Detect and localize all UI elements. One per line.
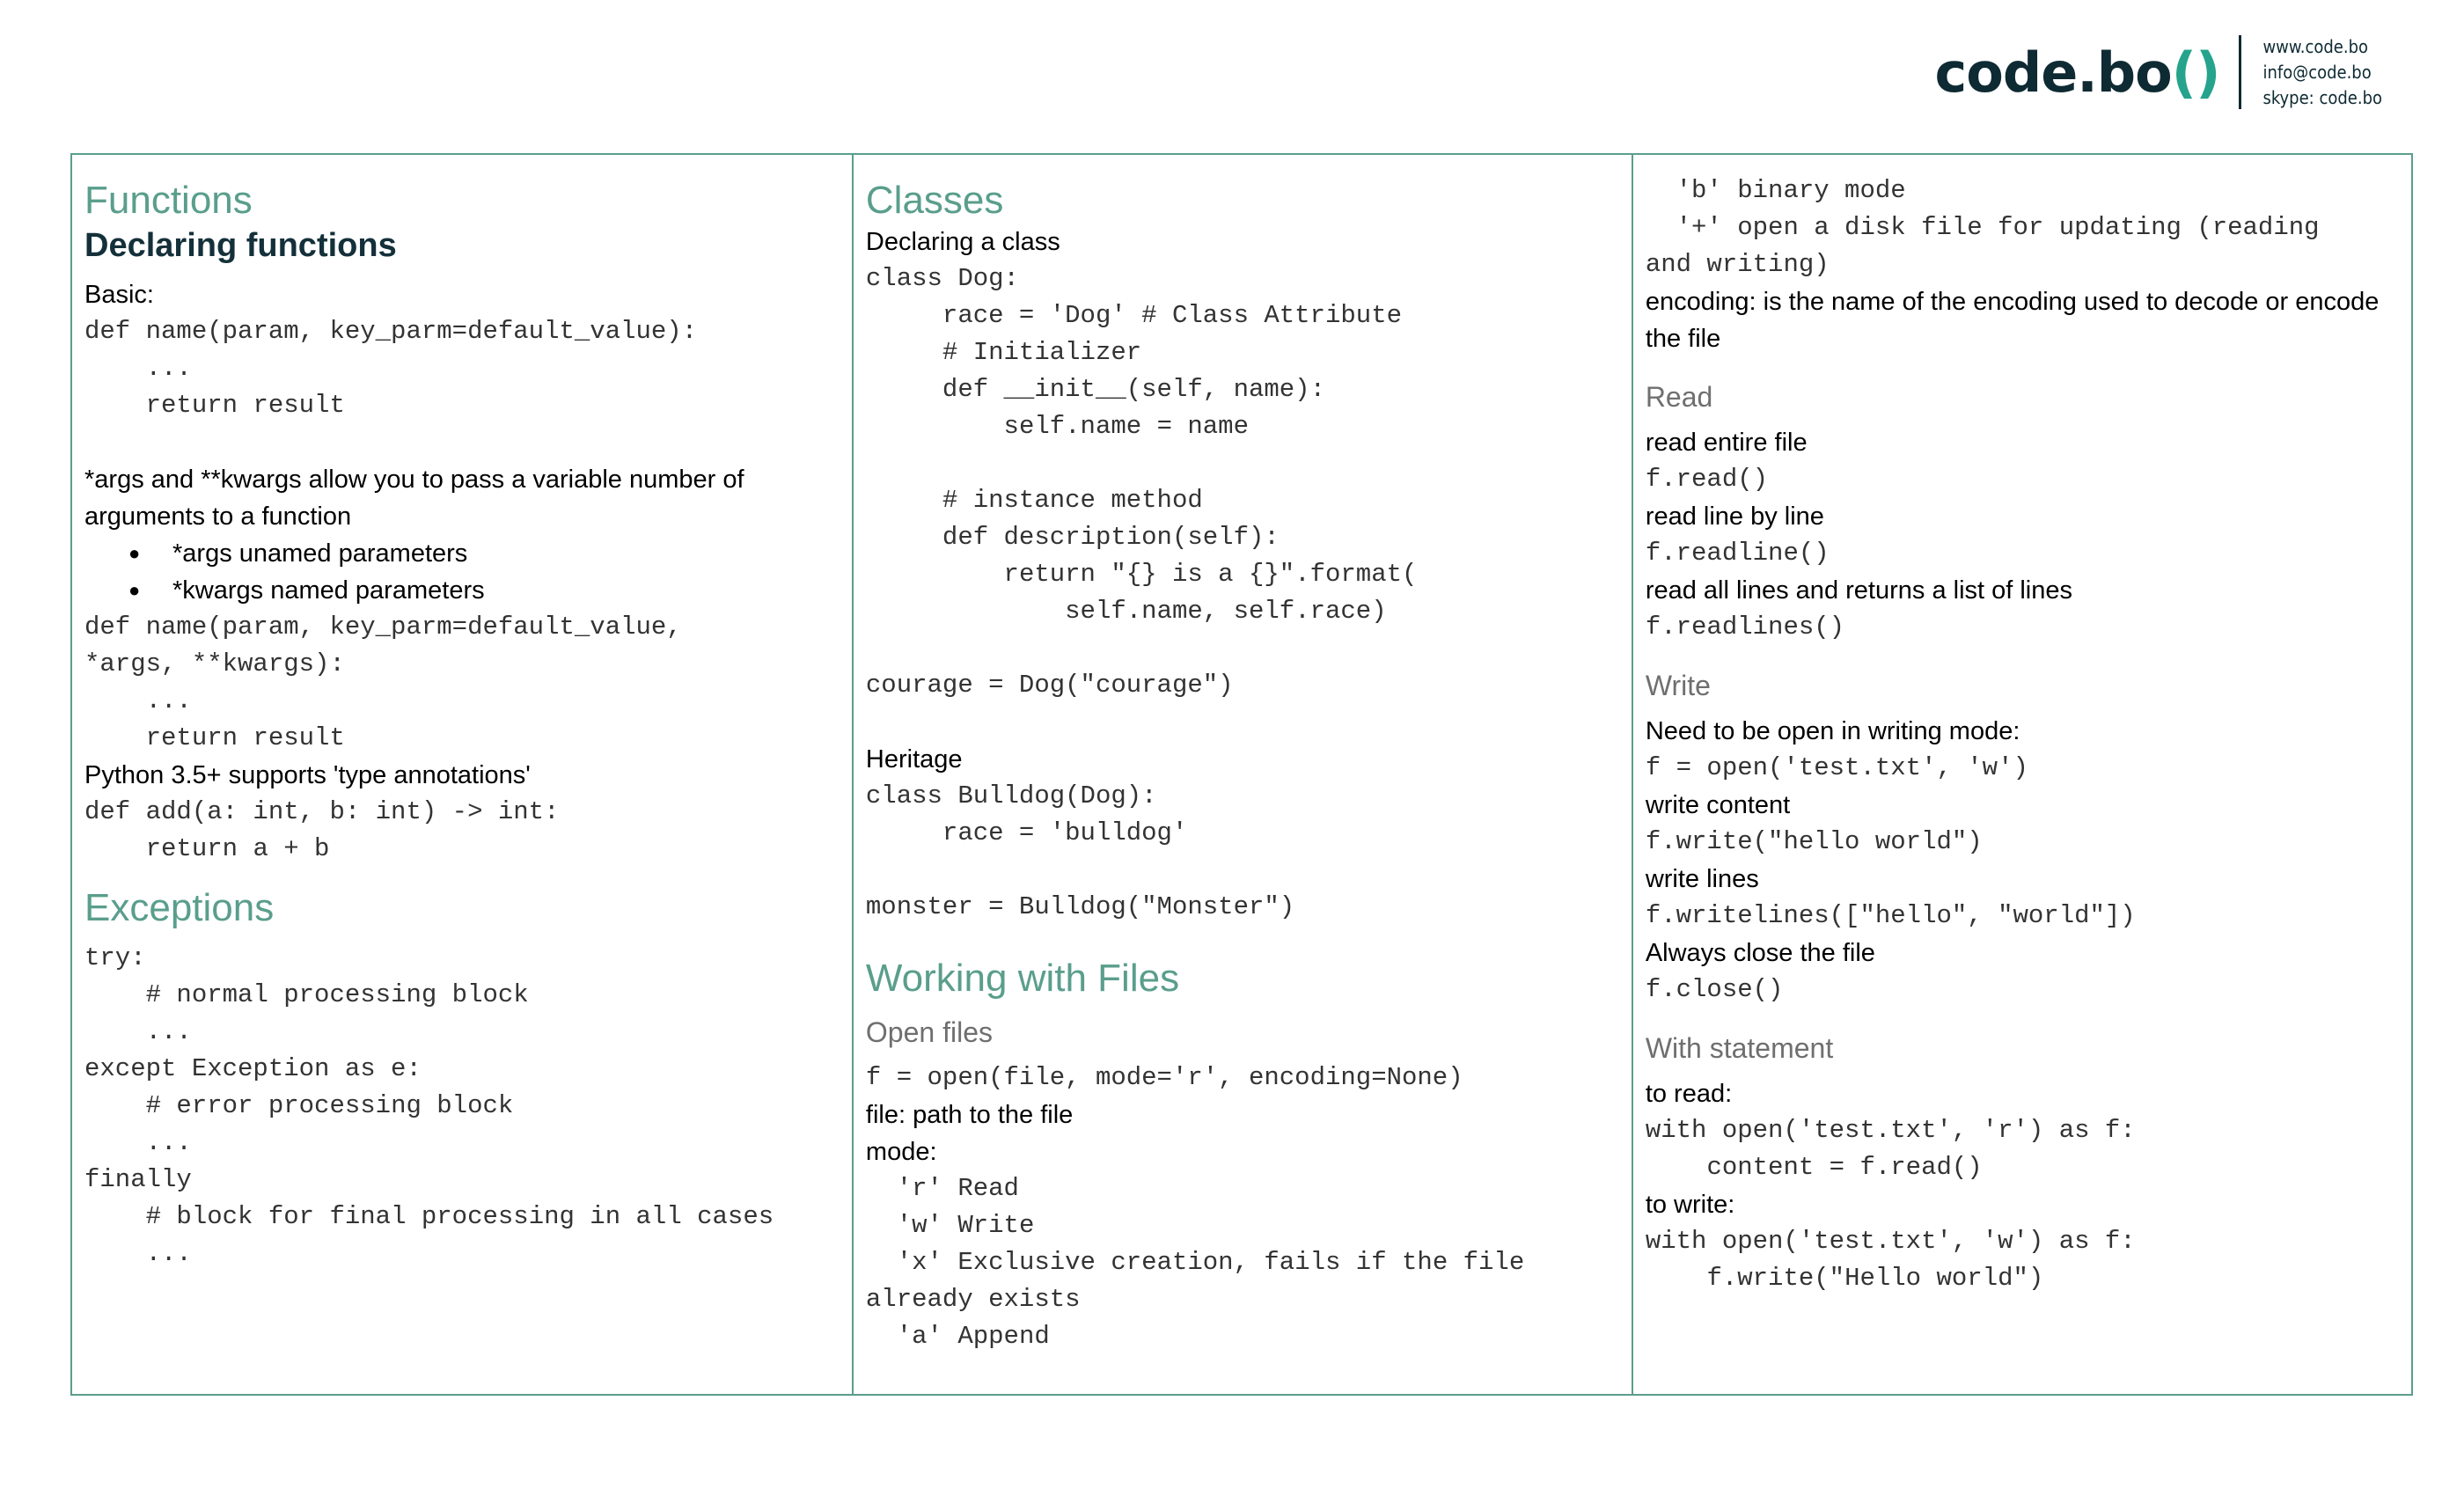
basic-code: def name(param, key_parm=default_value):… [84, 317, 698, 420]
args-code: def name(param, key_parm=default_value, … [84, 612, 682, 752]
mode-list-code: 'r' Read 'w' Write 'x' Exclusive creatio… [865, 1174, 1525, 1351]
section-title-classes: Classes [865, 179, 1004, 222]
read-line-code: f.readline() [1645, 539, 1830, 568]
read-entire-label: read entire file [1645, 429, 1808, 457]
declaring-class-label: Declaring a class [865, 228, 1060, 256]
logo: code.bo() [1934, 40, 2221, 105]
contact-info: www.code.bo info@code.bo skype: code.bo [2262, 34, 2382, 111]
email-text: info@code.bo [2262, 61, 2372, 83]
read-entire-code: f.read() [1645, 465, 1769, 494]
column-classes: Classes Declaring a class class Dog: rac… [851, 155, 1632, 1394]
read-lines-label: read all lines and returns a list of lin… [1645, 576, 2073, 605]
skype-text: skype: code.bo [2262, 86, 2382, 108]
basic-label: Basic: [84, 281, 154, 309]
close-file-code: f.close() [1645, 975, 1784, 1004]
file-param-text: file: path to the file [865, 1101, 1074, 1129]
write-lines-code: f.writelines(["hello", "world"]) [1645, 901, 2136, 930]
write-lines-label: write lines [1645, 865, 1759, 893]
to-write-code: with open('test.txt', 'w') as f: f.write… [1645, 1227, 2136, 1293]
section-title-files: Working with Files [865, 957, 1180, 1000]
column-functions: Functions Declaring functions Basic: def… [72, 155, 852, 1394]
heritage-label: Heritage [865, 745, 963, 774]
args-description: *args and **kwargs allow you to pass a v… [84, 466, 752, 531]
write-content-label: write content [1645, 791, 1791, 819]
cheat-sheet: Functions Declaring functions Basic: def… [70, 153, 2413, 1396]
subtitle-declaring-functions: Declaring functions [84, 227, 397, 264]
section-title-functions: Functions [84, 179, 253, 222]
logo-text: code.bo [1934, 40, 2172, 105]
heritage-code: class Bulldog(Dog): race = 'bulldog' mon… [865, 781, 1295, 921]
type-annotations-code: def add(a: int, b: int) -> int: return a… [84, 797, 560, 863]
args-bullet-list: *args unamed parameters *kwargs named pa… [84, 535, 843, 609]
website-text: www.code.bo [2262, 35, 2369, 57]
read-lines-code: f.readlines() [1645, 612, 1845, 642]
subsection-write: Write [1645, 670, 1711, 701]
bullet-kwargs: *kwargs named parameters [128, 572, 843, 609]
exceptions-code: try: # normal processing block ... excep… [84, 943, 774, 1268]
write-mode-label: Need to be open in writing mode: [1645, 717, 2020, 745]
to-write-label: to write: [1645, 1191, 1735, 1219]
mode-list-code-continued: 'b' binary mode '+' open a disk file for… [1645, 176, 2320, 279]
close-file-label: Always close the file [1645, 939, 1875, 967]
write-content-code: f.write("hello world") [1645, 827, 1983, 856]
column-files-continued: 'b' binary mode '+' open a disk file for… [1631, 155, 2411, 1394]
type-annotations-text: Python 3.5+ supports 'type annotations' [84, 761, 531, 789]
bullet-args: *args unamed parameters [128, 535, 843, 572]
subsection-open-files: Open files [865, 1016, 993, 1048]
to-read-code: with open('test.txt', 'r') as f: content… [1645, 1116, 2136, 1182]
encoding-text: encoding: is the name of the encoding us… [1645, 288, 2387, 353]
read-line-label: read line by line [1645, 502, 1824, 531]
section-title-exceptions: Exceptions [84, 886, 275, 929]
subsection-with-statement: With statement [1645, 1032, 1834, 1064]
brand-header: code.bo() www.code.bo info@code.bo skype… [1934, 32, 2382, 113]
mode-label: mode: [865, 1138, 937, 1166]
logo-parens: () [2171, 40, 2221, 105]
open-code: f = open(file, mode='r', encoding=None) [865, 1063, 1463, 1092]
brand-divider [2239, 35, 2242, 109]
subsection-read: Read [1645, 381, 1713, 413]
class-code: class Dog: race = 'Dog' # Class Attribut… [865, 264, 1418, 700]
write-mode-code: f = open('test.txt', 'w') [1645, 753, 2028, 782]
to-read-label: to read: [1645, 1080, 1733, 1108]
